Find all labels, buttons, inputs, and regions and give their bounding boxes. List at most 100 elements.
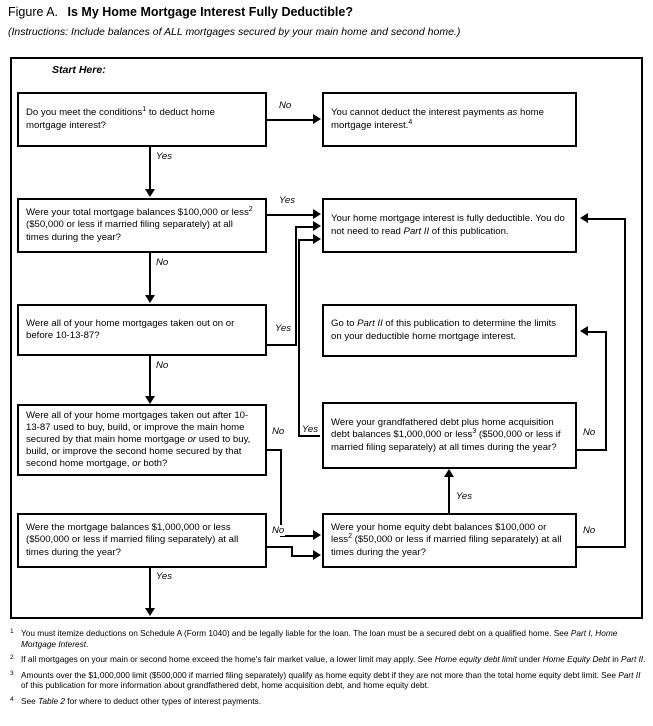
edge-label-q6-yes: Yes	[155, 571, 174, 582]
edge-q6-no-v	[291, 546, 293, 557]
arrowhead-q6-no	[313, 550, 321, 560]
arrowhead-q1-no	[313, 114, 321, 124]
edge-q6-no-h1	[267, 546, 293, 548]
decision-box-conditions-text: Do you meet the conditions1 to deduct ho…	[26, 106, 215, 131]
edge-label-q1-yes: Yes	[155, 151, 174, 162]
edge-q1-no	[267, 119, 314, 121]
footnote-1: 1 You must itemize deductions on Schedule…	[8, 628, 648, 649]
arrowhead-q2-yes	[313, 209, 321, 219]
edge-q4-yes-v	[298, 239, 300, 437]
edge-label-q3-yes: Yes	[274, 323, 293, 334]
edge-q6-yes	[149, 568, 151, 610]
arrowhead-q4-no	[313, 530, 321, 540]
edge-label-q7-no: No	[582, 525, 597, 536]
footnote-4-ref: Table 2	[38, 695, 65, 706]
arrowhead-q3-no	[145, 396, 155, 404]
edge-q5-no-h1	[577, 449, 607, 451]
edge-q4-yes-h1	[298, 435, 320, 437]
footnote-2-ref-3: Part II	[621, 654, 644, 665]
footnote-2-text-d: .	[643, 654, 646, 665]
figure-label: Figure A.	[8, 5, 59, 19]
result-box-cannot-deduct-text: You cannot deduct the interest payments …	[331, 107, 544, 131]
flowchart-frame: Start Here: Do you meet the conditions1 …	[10, 57, 643, 619]
decision-box-conditions[interactable]: Do you meet the conditions1 to deduct ho…	[17, 92, 267, 147]
decision-box-total-balances-text: Were your total mortgage balances $100,0…	[26, 206, 253, 243]
arrowhead-q7-no	[580, 213, 588, 223]
edge-q6-no-h2	[291, 555, 314, 557]
edge-q2-no	[149, 253, 151, 297]
page-title: Is My Home Mortgage Interest Fully Deduc…	[67, 5, 353, 19]
footnote-4: 4 See Table 2 for where to deduct other t…	[8, 696, 648, 707]
result-box-fully-deductible[interactable]: Your home mortgage interest is fully ded…	[322, 198, 577, 253]
edge-label-q3-no: No	[155, 360, 170, 371]
edge-q4-no-v	[280, 449, 282, 537]
edge-q3-yes-h2	[295, 226, 314, 228]
result-box-go-to-part-ii[interactable]: Go to Part II of this publication to det…	[322, 304, 577, 357]
decision-box-grandfathered-debt-text: Were your grandfathered debt plus home a…	[331, 417, 561, 453]
decision-box-used-to-buy-build-improve-text: Were all of your home mortgages taken ou…	[26, 409, 251, 470]
footnote-1-text-b: .	[86, 638, 89, 649]
arrowhead-q2-no	[145, 295, 155, 303]
footnotes-section: 1 You must itemize deductions on Schedule…	[8, 628, 648, 712]
edge-q3-no	[149, 356, 151, 398]
decision-box-home-equity-balances-text: Were your home equity debt balances $100…	[331, 522, 562, 558]
edge-q4-yes-h2	[298, 239, 314, 241]
edge-q4-no-h	[267, 449, 282, 451]
footnote-2-text-b: under	[516, 654, 543, 665]
edge-label-q7-yes: Yes	[455, 491, 474, 502]
start-here-label: Start Here:	[52, 64, 106, 76]
footnote-2-ref-1: Home equity debt limit	[434, 654, 517, 665]
result-box-go-to-part-ii-text: Go to Part II of this publication to det…	[331, 318, 557, 342]
edge-q4-no-h2	[280, 535, 314, 537]
footnote-3-marker: 3	[10, 669, 14, 677]
decision-box-taken-out-before-1987[interactable]: Were all of your home mortgages taken ou…	[17, 304, 267, 356]
edge-label-q2-no: No	[155, 257, 170, 268]
footnote-3: 3 Amounts over the $1,000,000 limit ($500…	[8, 670, 648, 691]
decision-box-used-to-buy-build-improve[interactable]: Were all of your home mortgages taken ou…	[17, 404, 267, 476]
edge-q2-yes	[267, 214, 314, 216]
footnote-3-text-a: Amounts over the $1,000,000 limit ($500,…	[21, 669, 619, 680]
decision-box-home-equity-balances[interactable]: Were your home equity debt balances $100…	[322, 513, 577, 568]
arrowhead-q1-yes	[145, 189, 155, 197]
decision-box-taken-out-before-1987-text: Were all of your home mortgages taken ou…	[26, 317, 235, 341]
arrowhead-q7-yes	[444, 469, 454, 477]
edge-q3-yes-h1	[267, 344, 297, 346]
footnote-4-text-a: See	[21, 695, 39, 706]
edge-label-q4-no: No	[271, 426, 286, 437]
result-box-fully-deductible-text: Your home mortgage interest is fully ded…	[331, 213, 565, 237]
edge-label-q2-yes: Yes	[278, 195, 297, 206]
decision-box-mortgage-balances-limit-text: Were the mortgage balances $1,000,000 or…	[26, 522, 239, 558]
edge-q5-no-h2	[588, 331, 607, 333]
edge-q5-no-v	[605, 331, 607, 451]
decision-box-grandfathered-debt[interactable]: Were your grandfathered debt plus home a…	[322, 402, 577, 469]
edge-q1-yes	[149, 147, 151, 191]
arrowhead-q3-yes	[313, 221, 321, 231]
result-box-cannot-deduct[interactable]: You cannot deduct the interest payments …	[322, 92, 577, 147]
footnote-2-ref-2: Home Equity Debt	[542, 654, 610, 665]
arrowhead-q4-yes	[313, 234, 321, 244]
decision-box-mortgage-balances-limit[interactable]: Were the mortgage balances $1,000,000 or…	[17, 513, 267, 568]
edge-q3-yes-v	[295, 226, 297, 346]
edge-label-q5-no: No	[582, 427, 597, 438]
arrowhead-q5-no	[580, 326, 588, 336]
footnote-1-marker: 1	[10, 628, 14, 635]
edge-label-q1-no: No	[278, 100, 293, 111]
edge-q7-yes	[448, 477, 450, 513]
edge-q7-no-h1	[577, 546, 626, 548]
footnote-4-marker: 4	[10, 695, 14, 703]
footnote-1-ref: Part I, Home Mortgage Interest	[21, 628, 618, 649]
footnote-3-ref: Part II	[618, 669, 641, 680]
footnote-1-text-a: You must itemize deductions on Schedule …	[21, 628, 571, 638]
edge-q7-no-h2	[588, 218, 626, 220]
decision-box-total-balances[interactable]: Were your total mortgage balances $100,0…	[17, 198, 267, 253]
arrowhead-q6-yes	[145, 608, 155, 616]
footnote-2-text-a: If all mortgages on your main or second …	[21, 654, 435, 665]
edge-q7-no-v	[624, 218, 626, 548]
edge-label-q6-no: No	[271, 525, 286, 536]
footnote-4-text-b: for where to deduct other types of inter…	[65, 695, 262, 706]
footnote-3-text-b: of this publication for more information…	[21, 680, 430, 691]
instructions-line: (Instructions: Include balances of ALL m…	[8, 26, 461, 38]
figure-title-row: Figure A. Is My Home Mortgage Interest F…	[8, 5, 353, 19]
footnote-2-text-c: in	[609, 654, 622, 665]
